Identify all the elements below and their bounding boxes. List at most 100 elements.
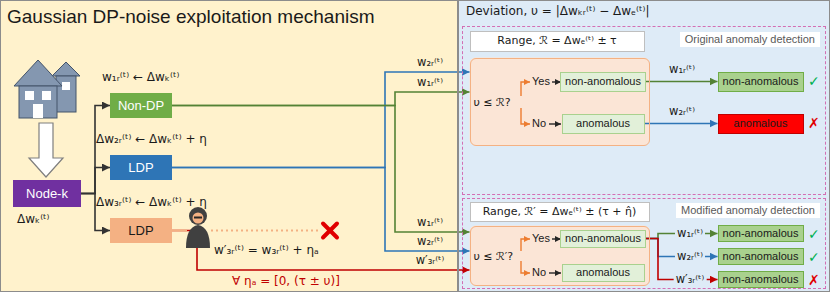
detection-region: Modified anomaly detection Range, ℛ′ = Δw… [462,198,826,289]
check-mark: ✓ [808,74,820,88]
formula-label: w′₃ᵣ⁽ᵗ⁾ = w₃ᵣ⁽ᵗ⁾ + ηₐ [214,243,319,257]
cross-symbol [323,224,337,238]
house-icon [14,60,80,118]
box-label: Non-DP [118,98,164,114]
cross-mark: ✗ [808,116,820,130]
box-label: Range, ℛ = Δwₑ⁽ᵗ⁾ ± τ [497,34,616,47]
signal-label: w₁ᵣ⁽ᵗ⁾ [417,216,443,230]
roof [14,60,62,86]
box-label: non-anomalous [723,227,799,240]
signal-label: w₂ᵣ⁽ᵗ⁾ [675,250,705,264]
range-box: Range, ℛ′ = Δwₑ⁽ᵗ⁾ ± (τ + η̂) [470,202,650,222]
panel-title: Deviation, υ = |Δwₖᵣ⁽ᵗ⁾ − Δwₑ⁽ᵗ⁾| [466,4,650,18]
roof [52,62,80,76]
condition-label: υ ≤ ℛ′? [474,250,514,263]
branch-label: No [532,117,546,130]
box-label: anomalous [734,117,788,130]
box-label: non-anomalous [723,273,799,286]
panel: Deviation, υ = |Δwₖᵣ⁽ᵗ⁾ − Δwₑ⁽ᵗ⁾| Origina… [458,0,830,292]
region-title: Original anomaly detection [680,32,820,47]
door [33,104,43,118]
attacker-icon [186,207,210,248]
formula-label: Δw₂ᵣ⁽ᵗ⁾ ← Δwₖ⁽ᵗ⁾ + η [96,132,207,146]
hood [189,207,207,225]
branch-label: Yes [532,232,550,245]
panel-title: Gaussian DP-noise exploitation mechanism [7,6,375,29]
signal-label: w₁ᵣ⁽ᵗ⁾ [675,227,705,241]
result-box: non-anomalous [718,72,804,92]
decision-region: υ ≤ ℛ′? non-anomalous anomalous [470,226,650,286]
yes-arrow [521,239,530,251]
result-box: non-anomalous [560,230,646,248]
no-arrow [521,108,530,124]
decision-region-fill [470,58,650,146]
mask [194,217,202,219]
box-label: non-anomalous [565,232,641,245]
window [62,82,70,90]
box-label: LDP [128,160,153,176]
signal-label: w₂ᵣ⁽ᵗ⁾ [417,56,443,70]
box-label: anomalous [576,117,630,130]
panel-fill [458,0,830,292]
branch-label: No [532,266,546,279]
blocked-path [211,230,320,232]
face [193,213,204,224]
window [25,91,34,100]
no-arrow [549,123,561,124]
signal-label: w₂ᵣ⁽ᵗ⁾ [669,105,695,119]
result-box: non-anomalous [560,72,646,92]
branch-label: Yes [532,75,550,88]
detection-region: Original anomaly detection Range, ℛ = Δwₑ… [462,26,826,195]
no-arrow [521,261,530,273]
box-label: non-anomalous [723,250,799,263]
connector [646,81,718,83]
connector [81,168,110,194]
check-mark: ✓ [808,250,820,264]
process-box: LDPΔw₃ᵣ⁽ᵗ⁾ ← Δwₖ⁽ᵗ⁾ + η [110,218,172,243]
wire [172,230,187,232]
decision-region: υ ≤ ℛ? non-anomalous anomalous [470,58,650,146]
box-label: non-anomalous [565,75,641,88]
result-box: anomalous [562,114,645,134]
wall [56,76,76,112]
box-label: Node-k [26,186,68,202]
yes-arrow [521,82,530,96]
process-box: LDPΔw₂ᵣ⁽ᵗ⁾ ← Δwₖ⁽ᵗ⁾ + η [110,155,172,180]
region-title: Modified anomaly detection [676,203,820,218]
result-box: non-anomalous [718,248,804,265]
signal-label: w′₃ᵣ⁽ᵗ⁾ [416,254,445,268]
window [42,91,51,100]
cloak [186,225,210,248]
signal-label: w′₃ᵣ⁽ᵗ⁾ [674,273,707,287]
range-box: Range, ℛ = Δwₑ⁽ᵗ⁾ ± τ [470,31,645,52]
formula-label: Δw₃ᵣ⁽ᵗ⁾ ← Δwₖ⁽ᵗ⁾ + η [96,195,207,209]
connector [172,106,470,233]
connector [172,231,470,271]
box-label: Range, ℛ′ = Δwₑ⁽ᵗ⁾ ± (τ + η̂) [483,205,637,218]
result-box: anomalous [718,114,804,134]
formula-label: Δwₖ⁽ᵗ⁾ [17,212,50,226]
decision-region-fill [470,226,650,286]
check-mark: ✓ [808,227,820,241]
connector [172,72,470,168]
result-box: non-anomalous [718,271,804,288]
box-label: anomalous [576,266,630,279]
process-box: Non-DPw₁ᵣ⁽ᵗ⁾ ← Δwₖ⁽ᵗ⁾ [110,93,172,118]
connector [172,92,470,106]
signal-label: w₁ᵣ⁽ᵗ⁾ [669,63,695,77]
result-box: anomalous [562,264,645,282]
connector [172,168,470,252]
formula-label: w₁ᵣ⁽ᵗ⁾ ← Δwₖ⁽ᵗ⁾ [102,70,179,84]
condition-label: υ ≤ ℛ? [474,96,511,109]
process-box: Node-kΔwₖ⁽ᵗ⁾ [13,180,81,207]
box-label: non-anomalous [723,75,799,88]
formula-label: ∀ ηₐ = [0, (τ ± υ)] [232,274,340,288]
decision-arrows [521,82,561,273]
cross-mark: ✗ [808,273,820,287]
signal-label: w₂ᵣ⁽ᵗ⁾ [417,235,443,249]
box-label: LDP [128,223,153,239]
panel-fill [0,0,458,292]
connector [645,123,718,125]
wall [19,86,57,118]
